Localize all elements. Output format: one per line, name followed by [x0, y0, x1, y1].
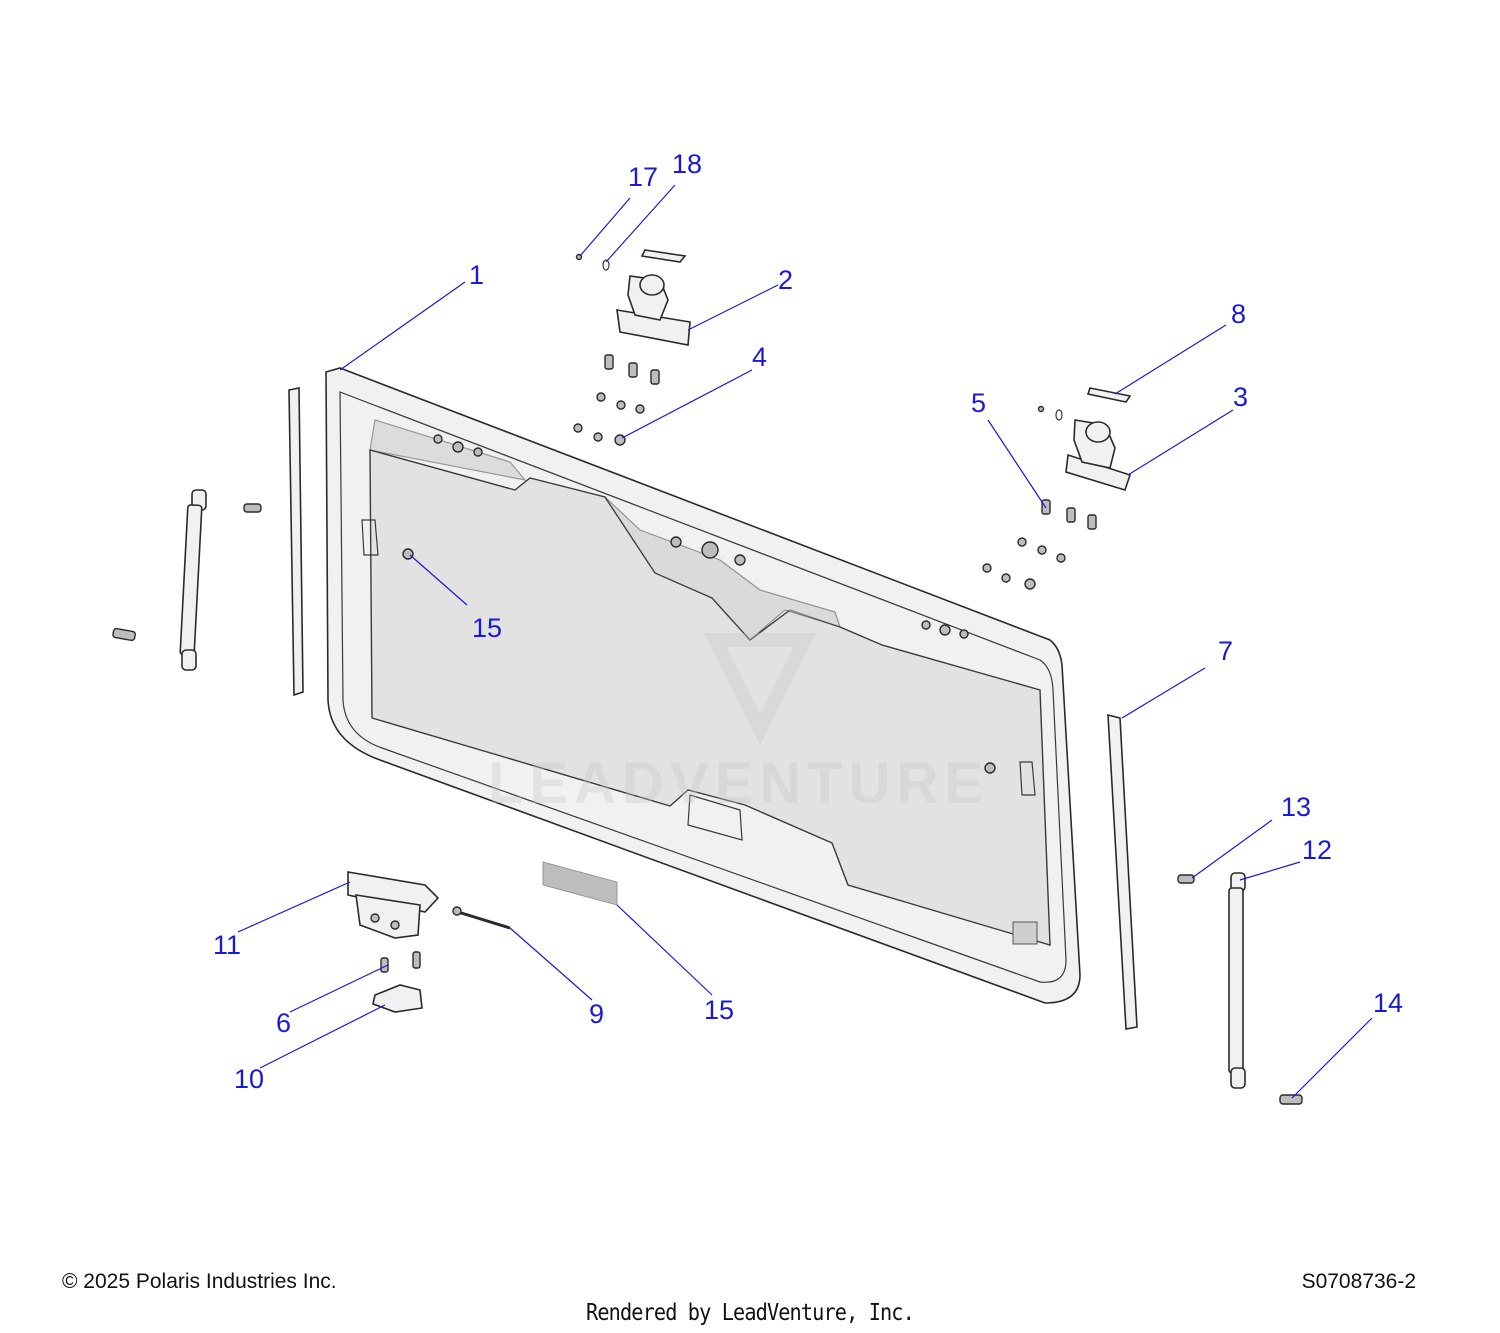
- right-hinge-fasteners: [982, 499, 1097, 590]
- leader-lines: [237, 184, 1373, 1099]
- callout-15-lower: 15: [704, 995, 734, 1025]
- callout-1: 1: [469, 260, 484, 290]
- rear-window-frame: [325, 367, 1081, 1004]
- latch-bolts: [380, 951, 421, 973]
- callout-9: 9: [589, 999, 604, 1029]
- callout-10: 10: [234, 1064, 264, 1094]
- callout-7: 7: [1218, 636, 1233, 666]
- watermark: LEADVENTURE: [488, 751, 989, 816]
- callout-18: 18: [672, 149, 702, 179]
- rendered-by-credit: Rendered by LeadVenture, Inc.: [586, 1300, 915, 1326]
- callout-5: 5: [971, 388, 986, 418]
- right-hinge-gasket: [1086, 387, 1132, 403]
- callout-8: 8: [1231, 299, 1246, 329]
- o-ring-18: [602, 259, 610, 271]
- latch-assembly: [347, 871, 440, 939]
- ball-stud-left-upper: [243, 503, 262, 513]
- latch-rod: [452, 906, 511, 930]
- left-hinge: [616, 249, 691, 346]
- callout-17: 17: [628, 162, 658, 192]
- callout-11: 11: [213, 930, 241, 960]
- striker-bracket: [372, 984, 423, 1013]
- callout-14: 14: [1373, 988, 1403, 1018]
- right-hinge-screw: [1037, 405, 1045, 413]
- callout-3: 3: [1233, 382, 1248, 412]
- callout-13: 13: [1281, 792, 1311, 822]
- right-seal-strip: [1107, 713, 1138, 1030]
- callout-4: 4: [752, 342, 767, 372]
- left-seal-strip: [288, 387, 304, 697]
- ball-stud-right-lower: [1279, 1094, 1303, 1105]
- left-hinge-fasteners: [573, 354, 660, 446]
- copyright-notice: © 2025 Polaris Industries Inc.: [62, 1270, 337, 1293]
- decal-label: [542, 861, 618, 906]
- callout-6: 6: [276, 1008, 291, 1038]
- callout-12: 12: [1302, 835, 1332, 865]
- right-hinge: [1065, 419, 1132, 491]
- left-gas-strut: [179, 489, 207, 671]
- ball-stud-right-upper: [1177, 874, 1195, 884]
- drawing-number: S0708736-2: [1301, 1270, 1416, 1293]
- callout-2: 2: [778, 265, 793, 295]
- ball-stud-left-lower: [112, 627, 136, 642]
- callout-15-upper: 15: [472, 613, 502, 643]
- right-gas-strut: [1228, 872, 1246, 1089]
- right-hinge-o-ring: [1055, 409, 1063, 421]
